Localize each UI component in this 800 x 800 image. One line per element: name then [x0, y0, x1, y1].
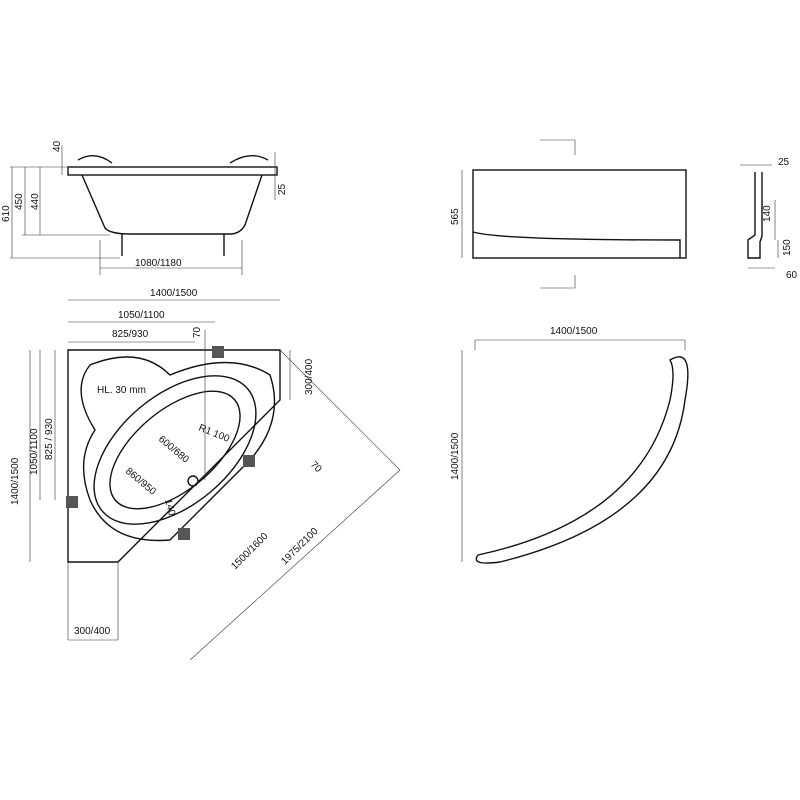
panel-base	[472, 231, 681, 258]
dim-860: 860/950	[123, 466, 158, 498]
panel-front	[472, 169, 687, 259]
dim-40: 40	[52, 140, 63, 152]
legs	[121, 234, 225, 256]
dim-panel-width: 1400/1500	[550, 326, 598, 337]
bathtub-outline	[67, 349, 281, 563]
jet-icon	[243, 455, 255, 467]
jet-icon	[66, 496, 78, 508]
dim-600: 600/680	[156, 434, 191, 466]
dim-height-1050: 1050/1100	[29, 428, 40, 475]
basin-inner	[109, 390, 241, 510]
dim-height: 1400/1500	[10, 457, 21, 505]
dim-825: 825/930	[112, 329, 149, 340]
dim-70-top: 70	[192, 326, 203, 338]
side-view: 40 25 610 450 440 1080/1180	[1, 140, 288, 275]
basin-outer	[93, 375, 257, 525]
hl-label: HL. 30 mm	[97, 385, 146, 396]
drain-icon	[187, 475, 199, 487]
headrest	[77, 155, 269, 164]
bathtub-rim	[67, 166, 278, 176]
dim-1050: 1050/1100	[118, 310, 165, 321]
dim-565: 565	[450, 208, 461, 225]
dim-1500: 1500/1600	[229, 531, 271, 573]
dim-25: 25	[277, 183, 288, 195]
dim-300-bottom: 300/400	[74, 626, 111, 637]
dim-top-width: 1400/1500	[150, 288, 198, 299]
panel-front-view: 565	[450, 139, 687, 289]
dim-140: 140	[162, 498, 177, 517]
dim-300-right: 300/400	[304, 358, 315, 395]
panel-curve	[475, 356, 689, 564]
dim-60-section: 60	[786, 270, 798, 281]
panel-top-view: 1400/1500 1400/1500	[450, 326, 689, 564]
dim-440: 440	[30, 193, 41, 210]
jet-icon	[212, 346, 224, 358]
dim-150-section: 150	[782, 239, 793, 256]
dim-140-section: 140	[762, 205, 773, 222]
panel-section-view: 25 140 150 60	[740, 157, 798, 281]
dim-length: 1080/1180	[135, 258, 182, 269]
panel-profile	[747, 172, 763, 259]
bathtub-body	[81, 174, 263, 235]
dim-1975: 1975/2100	[279, 526, 321, 568]
bathtub-inner-rim	[80, 356, 276, 542]
jet-icon	[178, 528, 190, 540]
radius-label: R1 100	[197, 423, 231, 445]
dim-height-825: 825 / 930	[44, 418, 55, 460]
dim-610: 610	[1, 205, 12, 222]
top-view: 1400/1500 1050/1100 825/930 70 300/400 H…	[10, 288, 401, 661]
dim-450: 450	[14, 193, 25, 210]
dim-70-diag: 70	[308, 459, 324, 475]
dim-panel-depth: 1400/1500	[450, 432, 461, 480]
dim-25-section: 25	[778, 157, 790, 168]
